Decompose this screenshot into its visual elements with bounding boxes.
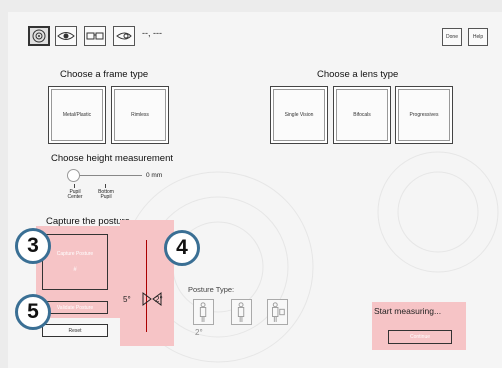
frame-type-heading: Choose a frame type bbox=[60, 69, 149, 80]
posture-sub-value: 2° bbox=[195, 328, 203, 337]
capture-posture-button[interactable]: Capture Posture # bbox=[42, 234, 108, 290]
validate-posture-button[interactable]: Validate Posture bbox=[42, 301, 108, 314]
step-badge-3: 3 bbox=[15, 228, 51, 264]
tick-label-bottom-pupil: Bottom Pupil bbox=[98, 189, 114, 200]
frame-option-rimless[interactable]: Rimless bbox=[111, 86, 169, 144]
tick-label-pupil-center: Pupil Center bbox=[67, 189, 83, 200]
lens-option-single-vision[interactable]: Single Vision bbox=[270, 86, 328, 144]
tick-pupil-center bbox=[74, 184, 75, 188]
height-slider-track[interactable] bbox=[74, 175, 142, 176]
capture-posture-label: Capture Posture bbox=[56, 251, 94, 257]
eye-view-button[interactable] bbox=[55, 26, 77, 46]
frame-view-button[interactable] bbox=[84, 26, 106, 46]
eye-icon bbox=[57, 32, 75, 40]
posture-option-standing[interactable] bbox=[193, 299, 214, 325]
reset-button[interactable]: Reset bbox=[42, 324, 108, 337]
help-button[interactable]: Help bbox=[468, 28, 488, 46]
measure-highlight bbox=[372, 302, 466, 350]
person-reading-icon bbox=[272, 302, 285, 322]
target-icon bbox=[32, 29, 46, 43]
eye-side-view-button[interactable] bbox=[113, 26, 135, 46]
step-badge-5: 5 bbox=[15, 294, 51, 330]
frame-option-metal-plastic[interactable]: Metal/Plastic bbox=[48, 86, 106, 144]
start-measuring-heading: Start measuring... bbox=[374, 306, 442, 316]
angle-indicator bbox=[142, 292, 162, 306]
height-slider-knob[interactable] bbox=[67, 169, 80, 182]
done-button[interactable]: Done bbox=[442, 28, 462, 46]
lens-type-heading: Choose a lens type bbox=[317, 69, 399, 80]
angle-right-value: 2° bbox=[155, 295, 163, 304]
app-window: --, --- Done Help Choose a frame type Me… bbox=[8, 12, 502, 368]
vertical-reference-line bbox=[146, 240, 147, 332]
eye-side-icon bbox=[116, 32, 132, 40]
capture-posture-symbol: # bbox=[73, 267, 77, 273]
posture-option-reading[interactable] bbox=[267, 299, 288, 325]
height-heading: Choose height measurement bbox=[51, 153, 173, 164]
posture-heading: Capture the posture bbox=[46, 216, 130, 227]
continue-button[interactable]: Continue bbox=[388, 330, 452, 344]
lens-option-progressives[interactable]: Progressives bbox=[395, 86, 453, 144]
posture-type-label: Posture Type: bbox=[188, 285, 235, 294]
angle-left-value: 5° bbox=[123, 295, 131, 304]
person-upright-icon bbox=[237, 302, 245, 322]
frame-icon bbox=[86, 32, 104, 40]
lens-option-bifocals[interactable]: Bifocals bbox=[333, 86, 391, 144]
posture-option-upright[interactable] bbox=[231, 299, 252, 325]
background-pattern bbox=[122, 151, 499, 363]
target-view-button[interactable] bbox=[28, 26, 50, 46]
measurement-readout: --, --- bbox=[142, 28, 162, 38]
tick-bottom-pupil bbox=[105, 184, 106, 188]
person-standing-icon bbox=[199, 302, 207, 322]
step-badge-4: 4 bbox=[164, 230, 200, 266]
height-value: 0 mm bbox=[146, 172, 163, 179]
